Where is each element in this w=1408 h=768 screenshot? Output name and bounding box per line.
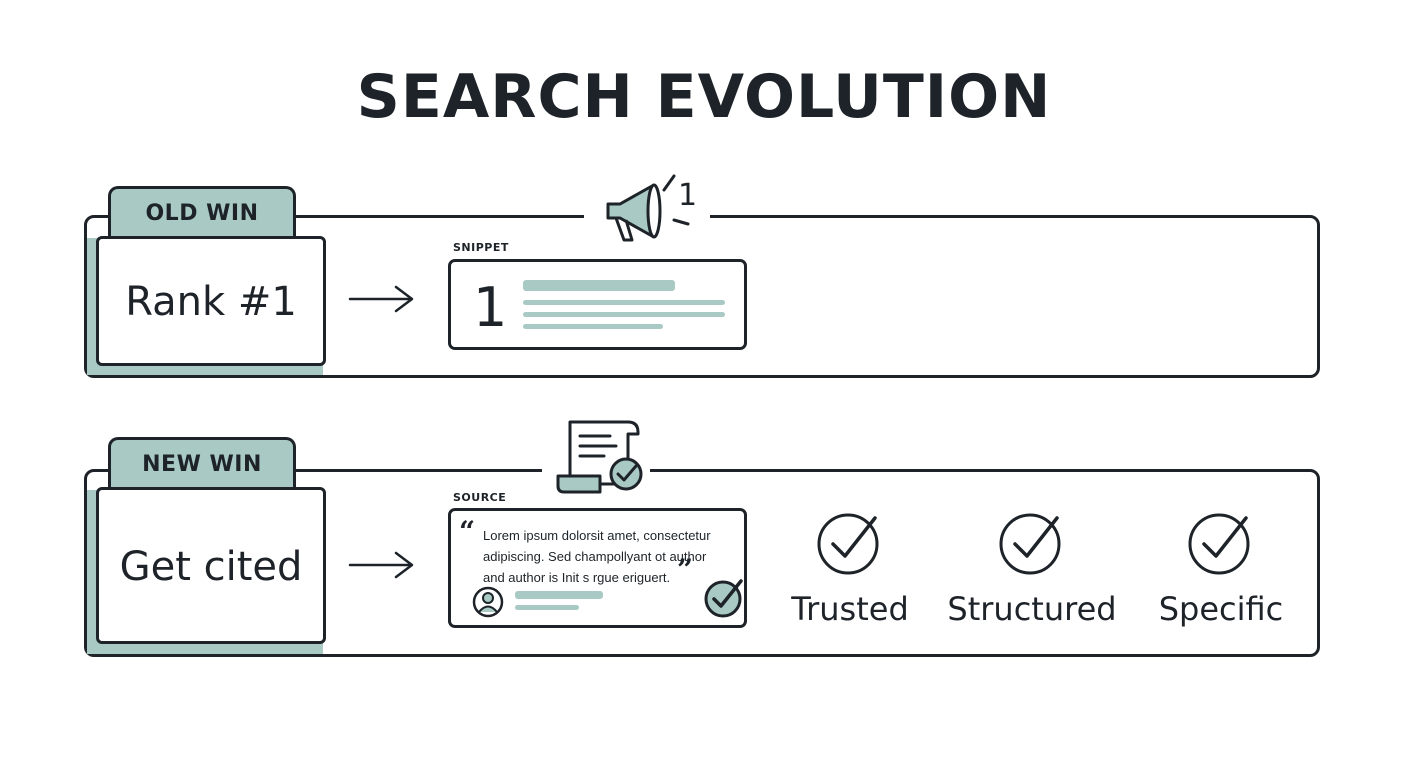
arrow-right-icon (348, 285, 414, 313)
quote-close-icon: ” (677, 553, 694, 586)
source-author-line (515, 605, 579, 610)
check-circle-icon (1188, 513, 1250, 575)
source-box: “ Lorem ipsum dolorsit amet, consectetur… (448, 508, 747, 628)
source-quote-line: adipiscing. Sed champollyant ot author (483, 549, 707, 564)
check-circle-icon (999, 513, 1061, 575)
check-item-structured: Structured (947, 510, 1117, 628)
snippet-line (523, 300, 725, 305)
check-item-trusted: Trusted (765, 510, 935, 628)
snippet-line (523, 280, 675, 291)
snippet-line (523, 312, 725, 317)
megaphone-icon (606, 174, 690, 242)
user-icon (472, 586, 504, 618)
rank-card: Rank #1 (96, 236, 326, 366)
check-label: Structured (947, 590, 1117, 628)
source-quote-line: and author is Init s rgue eriguert. (483, 570, 671, 585)
quote-open-icon: “ (459, 515, 476, 548)
old-win-tab-label: OLD WIN (145, 201, 259, 226)
check-label: Trusted (791, 590, 909, 628)
new-win-tab-label: NEW WIN (142, 452, 262, 477)
check-circle-icon (704, 579, 743, 618)
check-circle-icon (817, 513, 879, 575)
snippet-rank-number: 1 (473, 276, 508, 339)
check-label: Specific (1158, 590, 1284, 628)
snippet-label: SNIPPET (453, 241, 509, 254)
rank-card-text: Rank #1 (125, 279, 297, 325)
arrow-right-icon (348, 551, 414, 579)
source-label: SOURCE (453, 491, 507, 504)
check-item-specific: Specific (1136, 510, 1306, 628)
source-author-line (515, 591, 603, 599)
cited-card: Get cited (96, 487, 326, 644)
snippet-line (523, 324, 663, 329)
source-quote-line: Lorem ipsum dolorsit amet, consectetur (483, 528, 711, 543)
document-check-icon (556, 420, 643, 494)
page-title: SEARCH EVOLUTION (356, 62, 1052, 132)
source-quote: Lorem ipsum dolorsit amet, consectetur a… (483, 525, 719, 588)
new-win-tab: NEW WIN (108, 437, 296, 489)
snippet-box: 1 (448, 259, 747, 350)
cited-card-text: Get cited (119, 544, 303, 590)
old-win-tab: OLD WIN (108, 186, 296, 238)
megaphone-badge: 1 (678, 178, 698, 213)
